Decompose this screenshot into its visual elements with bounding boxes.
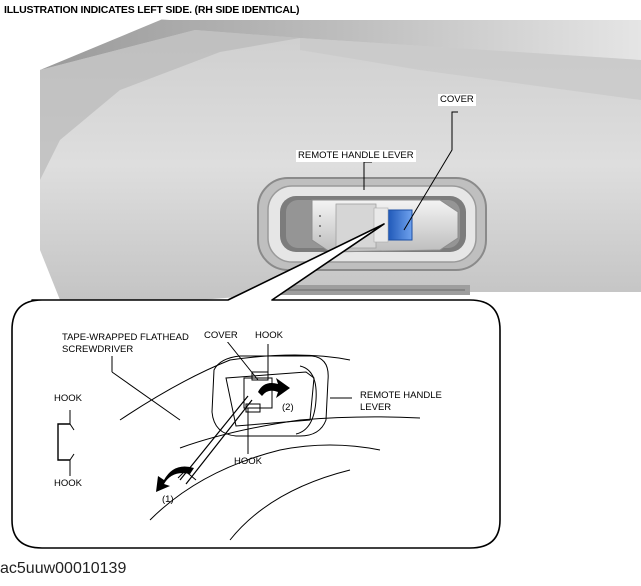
label-remote-handle-lever-top: REMOTE HANDLE LEVER	[296, 150, 416, 162]
detail-bubble	[11, 223, 501, 549]
leader-lines-top	[363, 111, 458, 231]
label-hook-left-top: HOOK	[54, 393, 82, 404]
illustration-caption: ILLUSTRATION INDICATES LEFT SIDE. (RH SI…	[4, 4, 300, 16]
figure-code: ac5uuw00010139	[0, 560, 127, 577]
door-trim-render	[0, 8, 641, 300]
label-tape-wrapped-line2: SCREWDRIVER	[60, 344, 136, 356]
rotation-arrows	[156, 378, 290, 492]
label-hook-top: HOOK	[253, 330, 285, 342]
label-remote-handle-detail-line1: REMOTE HANDLE	[360, 390, 442, 401]
label-step-1: (1)	[162, 494, 174, 505]
label-cover-detail: COVER	[202, 330, 240, 342]
label-hook-bottom: HOOK	[234, 456, 262, 467]
label-remote-handle-detail-line2: LEVER	[360, 402, 392, 413]
detail-drawing	[57, 339, 421, 541]
label-step-2: (2)	[282, 402, 294, 413]
header-strip	[0, 0, 322, 19]
label-cover-top: COVER	[438, 94, 476, 106]
label-hook-left-bottom: HOOK	[54, 478, 82, 489]
label-tape-wrapped-line1: TAPE-WRAPPED FLATHEAD	[60, 332, 191, 344]
cover-highlight	[387, 209, 413, 241]
